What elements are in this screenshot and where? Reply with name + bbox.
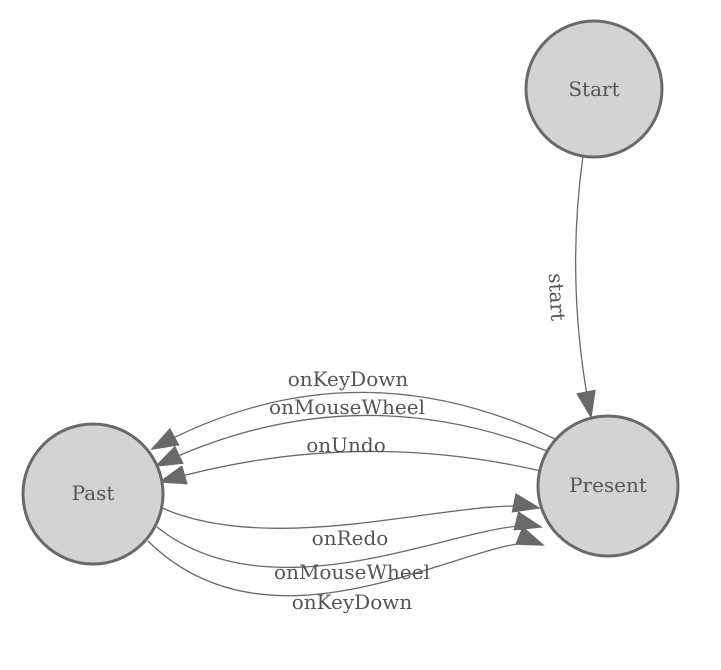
node-start[interactable]: Start xyxy=(524,19,664,159)
edge-past-to-present-onmousewheel xyxy=(156,511,543,569)
node-start-label: Start xyxy=(568,77,619,101)
node-present[interactable]: Present xyxy=(536,414,680,558)
edge-label-onkeydown-bottom: onKeyDown xyxy=(292,590,413,614)
edge-present-to-past-onmousewheel xyxy=(154,414,548,467)
edge-start-to-present xyxy=(574,155,596,419)
edge-label-onundo: onUndo xyxy=(306,433,386,457)
edge-present-to-past-onundo xyxy=(158,450,542,485)
edge-layer xyxy=(147,155,596,597)
node-present-circle[interactable] xyxy=(536,414,680,558)
edge-past-to-present-onredo xyxy=(161,493,541,529)
edge-label-onkeydown-top: onKeyDown xyxy=(288,367,409,391)
node-present-label: Present xyxy=(569,473,647,497)
node-past-label: Past xyxy=(72,481,115,505)
node-layer: Start Past Present xyxy=(21,19,680,566)
node-start-circle[interactable] xyxy=(524,19,664,159)
edge-label-onredo: onRedo xyxy=(312,526,389,550)
edge-label-onmousewheel-bottom: onMouseWheel xyxy=(274,560,430,584)
edge-label-onmousewheel-top: onMouseWheel xyxy=(269,395,425,419)
edge-past-to-present-onkeydown xyxy=(147,526,545,597)
edge-label-start: start xyxy=(544,272,570,321)
node-past[interactable]: Past xyxy=(21,422,165,566)
node-past-circle[interactable] xyxy=(21,422,165,566)
edge-label-layer: start onKeyDown onMouseWheel onUndo onRe… xyxy=(269,272,570,614)
edge-present-to-past-onkeydown xyxy=(150,391,556,450)
